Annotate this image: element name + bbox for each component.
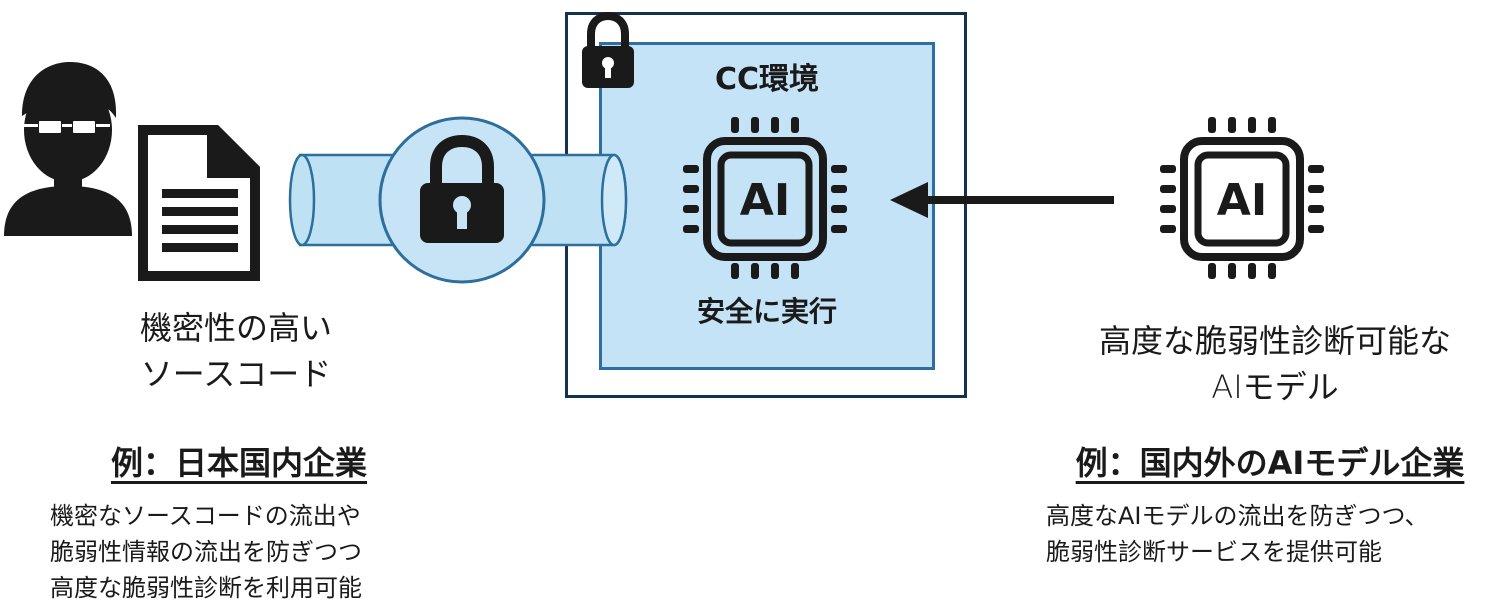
left-body-line-1: 機密なソースコードの流出や (50, 502, 361, 530)
right-example-body: 高度なAIモデルの流出を防ぎつつ、 脆弱性診断サービスを提供可能 (1046, 498, 1506, 570)
user-icon (4, 62, 132, 236)
document-icon (138, 125, 260, 281)
left-body-line-2: 脆弱性情報の流出を防ぎつつ (50, 538, 362, 566)
left-description: 機密性の高い ソースコード (106, 305, 366, 397)
right-description-line-2: AIモデル (1211, 368, 1339, 406)
cc-environment-title: CC環境 (714, 62, 820, 97)
channel-lock-icon (420, 134, 504, 243)
right-example-heading: 例：国内外のAIモデル企業 (1075, 444, 1465, 482)
right-body-line-2: 脆弱性診断サービスを提供可能 (1046, 538, 1382, 566)
ai-model-chip-label: AI (1217, 175, 1267, 226)
left-example-heading: 例：日本国内企業 (110, 444, 367, 482)
deploy-arrow (890, 182, 1114, 218)
cc-lock-icon (582, 11, 634, 88)
left-description-line-1: 機密性の高い (139, 309, 332, 347)
cc-environment-caption: 安全に実行 (696, 295, 837, 328)
right-body-line-1: 高度なAIモデルの流出を防ぎつつ、 (1046, 502, 1429, 530)
right-description: 高度な脆弱性診断可能な AIモデル (1060, 318, 1490, 410)
cc-ai-chip-icon: AI (683, 117, 847, 279)
left-description-line-2: ソースコード (140, 355, 332, 393)
left-example-body: 機密なソースコードの流出や 脆弱性情報の流出を防ぎつつ 高度な脆弱性診断を利用可… (50, 498, 430, 606)
right-description-line-1: 高度な脆弱性診断可能な (1098, 322, 1451, 360)
cc-environment-inner-box (599, 42, 935, 370)
left-body-line-3: 高度な脆弱性診断を利用可能 (50, 574, 362, 602)
ai-model-chip-icon: AI (1160, 117, 1324, 279)
cc-ai-chip-label: AI (740, 175, 790, 226)
